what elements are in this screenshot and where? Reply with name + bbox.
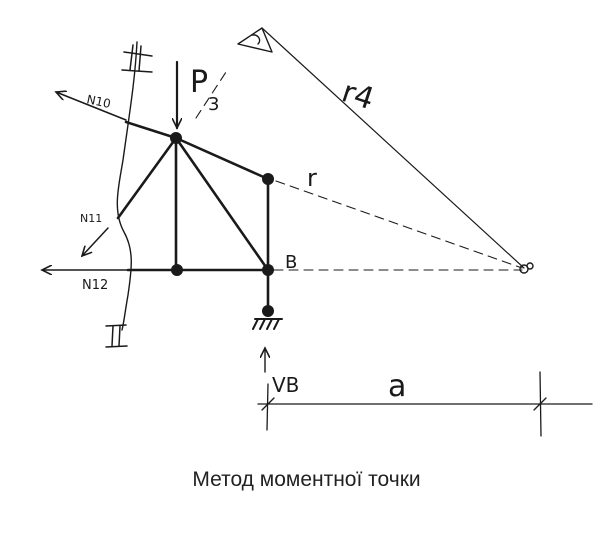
member-diagonal-right bbox=[174, 136, 270, 272]
member-diagonal-left bbox=[116, 136, 178, 220]
node-top bbox=[170, 132, 182, 144]
force-p3-index: 3 bbox=[208, 94, 219, 115]
section-cut-line bbox=[116, 41, 138, 331]
member-top-chord-right bbox=[174, 136, 270, 181]
truss-nodes bbox=[170, 132, 274, 317]
lever-arm-r-label: r bbox=[307, 164, 317, 192]
figure-caption: Метод моментної точки bbox=[192, 468, 421, 491]
section-mark-bottom bbox=[105, 324, 128, 348]
node-bottom-center bbox=[171, 264, 183, 276]
reaction-vb-label: VB bbox=[272, 373, 299, 397]
section-mark-top bbox=[121, 44, 153, 73]
moment-point bbox=[519, 262, 534, 274]
dimension-a-label: a bbox=[388, 369, 406, 404]
dashed-line-top bbox=[195, 71, 227, 119]
force-n11-label: N11 bbox=[80, 212, 102, 225]
fixed-support bbox=[252, 318, 283, 330]
truss-members bbox=[116, 120, 270, 313]
dimension-a bbox=[257, 371, 593, 437]
force-n10-label: N10 bbox=[85, 92, 112, 111]
member-top-chord bbox=[124, 120, 178, 140]
support-pin bbox=[262, 305, 274, 317]
node-upper-right bbox=[262, 173, 274, 185]
force-p3-label: P bbox=[190, 65, 208, 100]
lever-arm-r4-label: r4 bbox=[338, 74, 379, 117]
right-angle-mark bbox=[237, 27, 273, 53]
dashed-line-extension bbox=[275, 180, 523, 269]
lever-arm-r4 bbox=[261, 27, 525, 269]
node-b bbox=[262, 264, 274, 276]
force-n10-arrow bbox=[56, 92, 127, 121]
support-b-label: B bbox=[285, 252, 297, 273]
force-n11-arrow bbox=[82, 227, 109, 256]
force-n12-label: N12 bbox=[82, 278, 108, 293]
